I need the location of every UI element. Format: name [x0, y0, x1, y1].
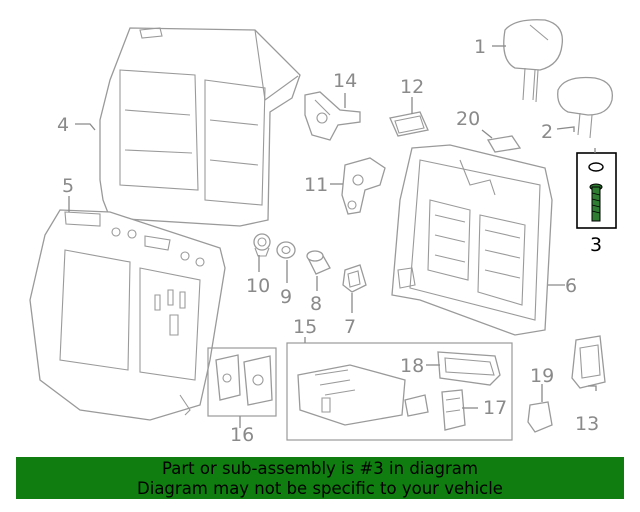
part-14-bracket[interactable]: [304, 91, 361, 141]
label-part-8: 8: [310, 293, 322, 315]
label-part-6: 6: [565, 275, 577, 297]
part-13-bezel[interactable]: [571, 335, 606, 389]
label-part-12: 12: [400, 76, 424, 98]
leader-lines: [68, 45, 597, 428]
part-9-washer[interactable]: [276, 241, 296, 259]
part-19-cap[interactable]: [527, 401, 553, 433]
label-part-17: 17: [483, 397, 507, 419]
label-part-2: 2: [541, 121, 553, 143]
label-part-20: 20: [456, 108, 480, 130]
label-part-13: 13: [575, 413, 599, 435]
label-part-16: 16: [230, 424, 254, 446]
label-part-3: 3: [590, 234, 602, 256]
part-7-clip[interactable]: [342, 264, 367, 293]
part-3-bolt[interactable]: [576, 152, 617, 229]
label-part-14: 14: [333, 70, 357, 92]
part-8-bushing[interactable]: [306, 250, 331, 275]
info-banner: Part or sub-assembly is #3 in diagram Di…: [16, 457, 624, 499]
part-4-seatback-cushion[interactable]: [99, 27, 301, 227]
label-part-19: 19: [530, 365, 554, 387]
banner-line-1: Part or sub-assembly is #3 in diagram: [162, 459, 478, 478]
part-15-group[interactable]: [286, 342, 513, 441]
part-6-seatback-frame[interactable]: [391, 144, 553, 336]
label-part-5: 5: [62, 175, 74, 197]
part-5-seatback-pad[interactable]: [29, 209, 226, 421]
label-part-10: 10: [246, 275, 270, 297]
parts-diagram: 1 2 3 4 5 6 7 8 9 10 11 12 13 14 15 16 1…: [29, 19, 617, 446]
part-10-grommet[interactable]: [253, 233, 271, 257]
label-part-15: 15: [293, 316, 317, 338]
label-part-1: 1: [474, 36, 486, 58]
label-part-9: 9: [280, 286, 292, 308]
part-2-headrest[interactable]: [557, 76, 614, 139]
label-part-18: 18: [400, 355, 424, 377]
part-18-trim[interactable]: [437, 351, 501, 386]
label-part-11: 11: [304, 174, 328, 196]
part-17-cover[interactable]: [441, 389, 466, 431]
label-part-4: 4: [57, 114, 69, 136]
label-part-7: 7: [344, 316, 356, 338]
part-12-pad[interactable]: [389, 111, 429, 137]
part-20-cover[interactable]: [486, 135, 522, 153]
part-labels: 1 2 3 4 5 6 7 8 9 10 11 12 13 14 15 16 1…: [57, 36, 602, 446]
part-16-group[interactable]: [207, 347, 277, 417]
banner-line-2: Diagram may not be specific to your vehi…: [137, 479, 503, 498]
part-11-latch[interactable]: [341, 157, 386, 215]
part-1-headrest[interactable]: [503, 19, 564, 103]
